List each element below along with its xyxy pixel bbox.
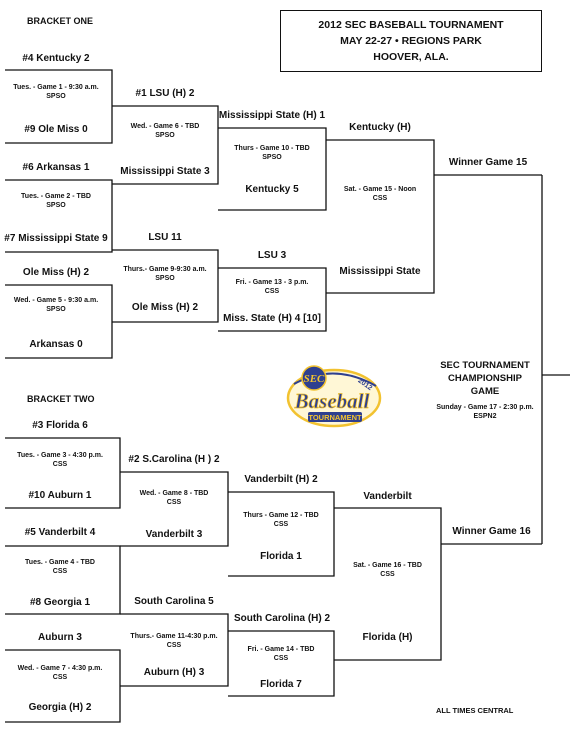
b2-game3-bottom-team: #10 Auburn 1 [28,490,92,501]
logo-sec-text: SEC [304,373,325,385]
b2-game3-top-team: #3 Florida 6 [32,420,88,431]
championship-info: Sunday - Game 17 - 2:30 p.m.ESPN2 [436,404,534,420]
logo-baseball-text: Baseball [294,389,370,413]
header-title: 2012 SEC BASEBALL TOURNAMENT [318,19,504,31]
b1-game1-bottom-team: #9 Ole Miss 0 [24,124,88,135]
b2-game11-bottom-team: Auburn (H) 3 [143,667,205,678]
b2-game7-bottom-team: Georgia (H) 2 [28,702,92,713]
b1-game1-info: Tues. - Game 1 - 9:30 a.m.SPSO [13,84,99,100]
b1-game9-bottom-team: Ole Miss (H) 2 [131,302,199,313]
b1-game9-info: Thurs.- Game 9-9:30 a.m.SPSO [123,266,207,282]
sec-baseball-tournament-logo: SEC 2012 Baseball TOURNAMENT [286,365,382,428]
b2-game7-info: Wed. - Game 7 - 4:30 p.m.CSS [17,665,103,681]
bracket-two-label: BRACKET TWO [27,394,95,404]
championship-line3: GAME [470,385,500,397]
b1-game13-top-team: LSU 3 [257,250,287,261]
b2-game8-top-team: #2 S.Carolina (H ) 2 [128,454,220,465]
championship-line1: SEC TOURNAMENT [440,360,530,371]
b1-game10-bottom-team: Kentucky 5 [245,184,299,195]
header-dates: MAY 22-27 • REGIONS PARK [340,35,482,47]
header-box [280,10,542,72]
b1-game5-top-team: Ole Miss (H) 2 [22,267,90,278]
b2-game8-bottom-team: Vanderbilt 3 [145,529,203,540]
b1-game10-top-team: Mississippi State (H) 1 [218,110,326,121]
b2-game4-top-team: #5 Vanderbilt 4 [24,527,96,538]
b1-game15-bottom-team: Mississippi State [339,266,421,277]
championship-title: SEC TOURNAMENT CHAMPIONSHIP GAME [425,360,545,398]
b2-game3-info: Tues. - Game 3 - 4:30 p.m.CSS [17,452,103,468]
header-location: HOOVER, ALA. [373,51,449,63]
b2-game11-top-team: South Carolina 5 [134,596,214,607]
winner-game-15: Winner Game 15 [448,157,528,168]
b1-game5-bottom-team: Arkansas 0 [29,339,83,350]
b1-game13-bottom-team: Miss. State (H) 4 [10] [223,313,321,324]
b2-game16-bottom-team: Florida (H) [362,632,413,643]
b1-game15-top-team: Kentucky (H) [349,122,411,133]
b1-game1-top-team: #4 Kentucky 2 [22,53,90,64]
b2-game11-info: Thurs.- Game 11-4:30 p.m.CSS [130,633,218,649]
b2-game14-bottom-team: Florida 7 [260,679,302,690]
sec-ball-icon [301,365,327,391]
b1-game6-bottom-team: Mississippi State 3 [120,166,210,177]
winner-game-16: Winner Game 16 [452,526,531,537]
b2-game4-bottom-team: #8 Georgia 1 [29,597,91,608]
b1-game6-top-team: #1 LSU (H) 2 [135,88,195,99]
b2-game16-top-team: Vanderbilt [363,491,412,502]
b1-game9-top-team: LSU 11 [148,232,182,243]
b2-game7-top-team: Auburn 3 [38,632,82,643]
logo-tournament-text: TOURNAMENT [308,413,362,422]
championship-line2: CHAMPIONSHIP [448,372,522,384]
b2-game14-top-team: South Carolina (H) 2 [233,613,331,624]
b2-game12-bottom-team: Florida 1 [260,551,302,562]
b2-game12-top-team: Vanderbilt (H) 2 [244,474,318,485]
bracket-one-label: BRACKET ONE [27,16,94,26]
footer-note: ALL TIMES CENTRAL [436,706,514,715]
b1-game5-info: Wed. - Game 5 - 9:30 a.m.SPSO [13,297,99,313]
b1-game13-info: Fri. - Game 13 - 3 p.m.CSS [235,279,309,295]
b1-game2-bottom-team: #7 Mississippi State 9 [4,233,108,244]
b1-game2-top-team: #6 Arkansas 1 [22,162,90,173]
